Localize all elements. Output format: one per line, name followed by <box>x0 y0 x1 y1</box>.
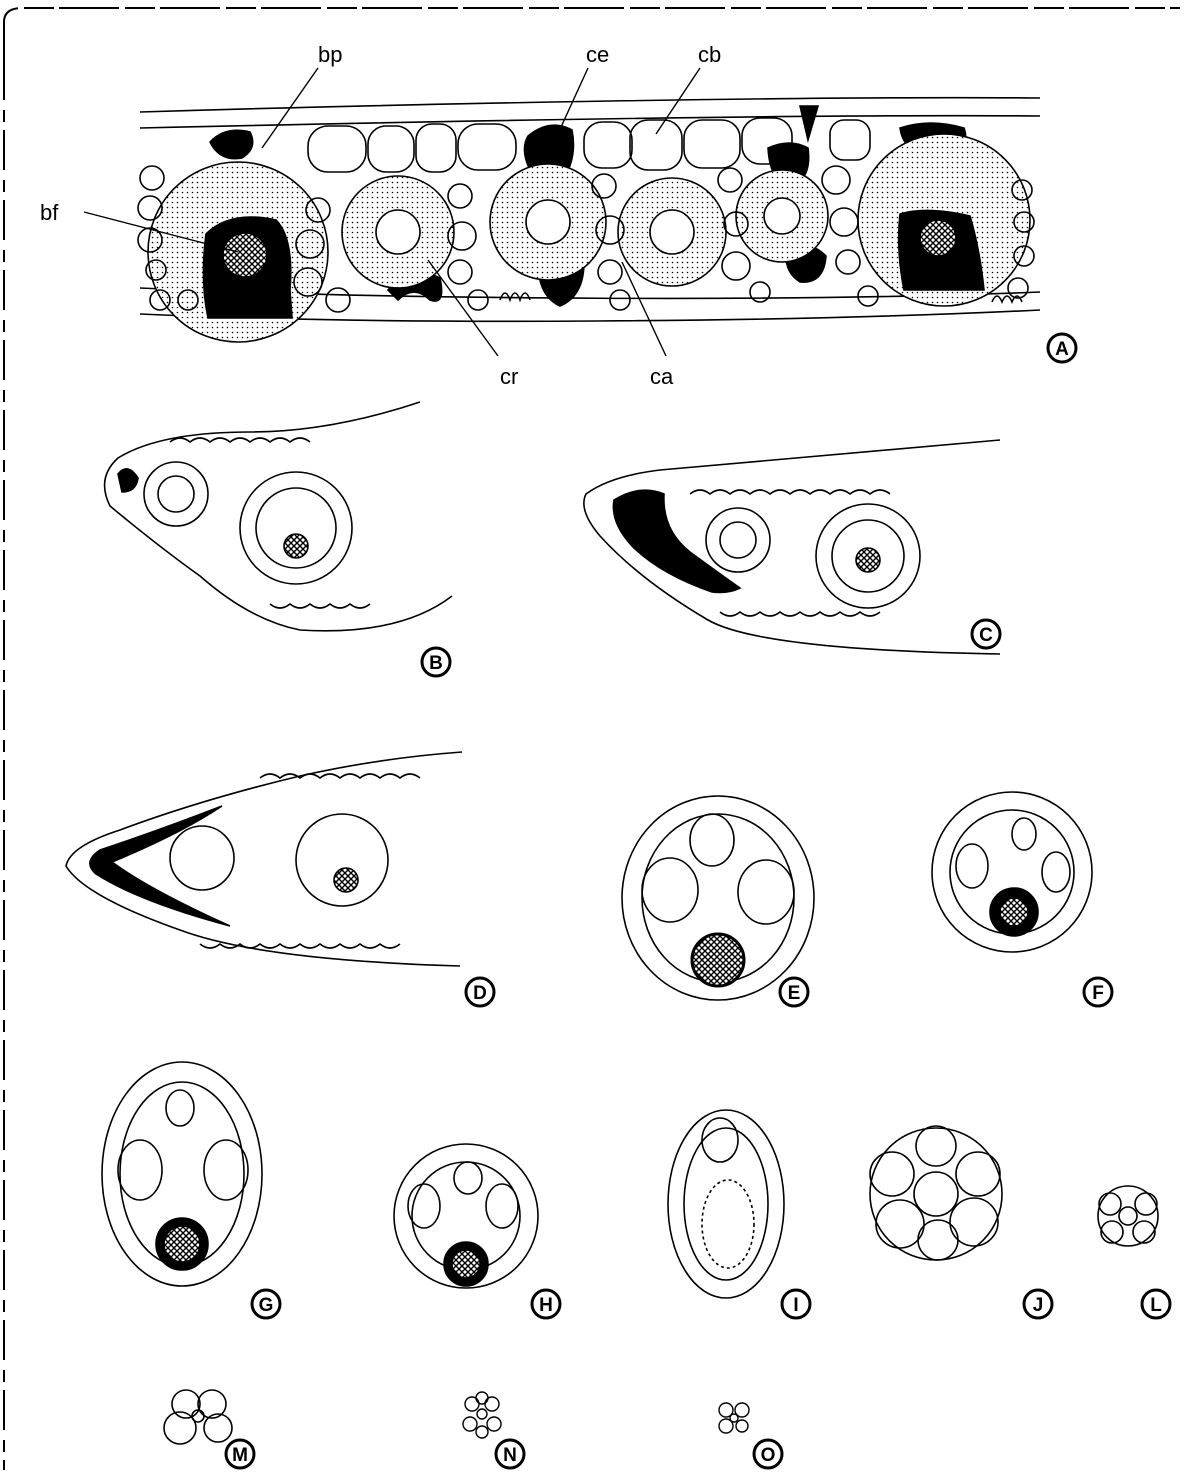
label-cr: cr <box>500 364 518 389</box>
label-ce: ce <box>586 42 609 67</box>
sclerenchyma-tip <box>118 469 138 492</box>
panel-b-section <box>105 402 452 631</box>
panel-h-section <box>394 1144 538 1288</box>
panel-i-letter: I <box>793 1295 798 1316</box>
panel-d-section <box>66 752 462 966</box>
panel-i-section <box>668 1110 784 1298</box>
upper-epidermis-line <box>140 98 1040 112</box>
panel-j-section <box>870 1126 1002 1260</box>
phloem-hatched <box>1000 898 1028 926</box>
panel-j-letter: J <box>1033 1295 1044 1316</box>
cell-ring-small <box>170 826 234 890</box>
panel-g-letter: G <box>259 1295 274 1316</box>
panel-n-section <box>463 1392 501 1438</box>
cell-ring-small <box>144 462 208 526</box>
label-bf: bf <box>40 200 59 225</box>
label-bp: bp <box>318 42 342 67</box>
panel-l-letter: L <box>1150 1295 1162 1316</box>
label-ca: ca <box>650 364 674 389</box>
panel-a-leaf-section <box>138 98 1040 342</box>
panel-o-letter: O <box>761 1445 776 1466</box>
cell-row-edge <box>200 774 420 948</box>
phloem-hatched <box>334 868 358 892</box>
chlorenchyma-rosette-center <box>490 164 606 280</box>
panel-g-section <box>102 1062 262 1286</box>
chlorenchyma-rosette-right-center <box>618 178 726 286</box>
sclerenchyma-crescent <box>90 806 230 926</box>
panel-f-letter: F <box>1092 983 1104 1004</box>
panel-m-section <box>164 1390 232 1444</box>
label-line-ce <box>556 68 588 138</box>
panel-d-letter: D <box>473 983 487 1004</box>
panel-a-letter: A <box>1055 339 1069 360</box>
panel-n-letter: N <box>503 1445 517 1466</box>
chlorenchyma-rosette-right <box>736 170 828 262</box>
panel-e-letter: E <box>788 983 801 1004</box>
panel-e-section <box>622 796 814 1000</box>
cell-ring-small <box>706 508 770 572</box>
chlorenchyma-rosette-left-center <box>342 176 454 288</box>
phloem-hatched <box>856 548 880 572</box>
phloem-hatched-right <box>920 220 956 256</box>
panel-h-letter: H <box>539 1295 553 1316</box>
panel-c-section <box>584 440 1000 654</box>
label-cb: cb <box>698 42 721 67</box>
phloem-hatched <box>692 934 744 986</box>
cell-ring-large <box>240 472 352 584</box>
cell-ring-large <box>296 814 388 906</box>
label-line-cr <box>428 260 498 356</box>
phloem-hatched <box>452 1250 480 1278</box>
phloem-hatched <box>164 1226 200 1262</box>
panel-d-outline <box>66 752 462 966</box>
panel-o-section <box>719 1403 749 1433</box>
phloem-hatched-left <box>223 233 267 277</box>
panel-l-section <box>1098 1186 1158 1246</box>
panel-f-section <box>932 792 1092 952</box>
panel-c-letter: C <box>979 625 993 646</box>
panel-b-letter: B <box>429 653 443 674</box>
panel-m-letter: M <box>232 1445 248 1466</box>
phloem-hatched <box>284 534 308 558</box>
